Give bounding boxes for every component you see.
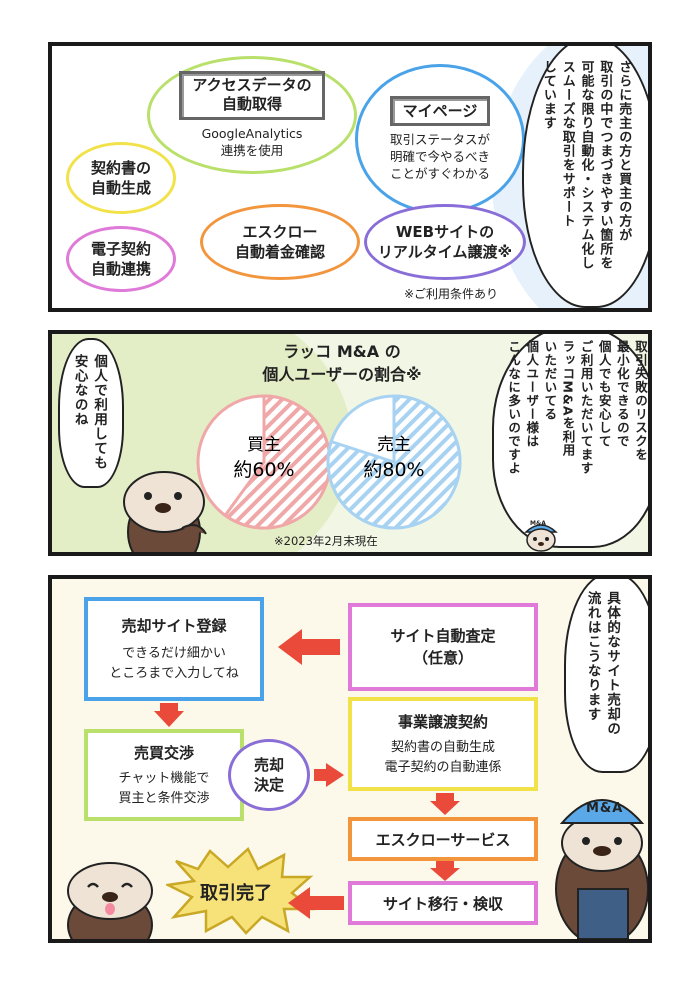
step-register-title: 売却サイト登録 [121,617,227,635]
step-contract-title: 事業譲渡契約 [397,713,488,731]
speech-text-left: 個人で利用しても 安心なのね [71,354,108,470]
panel-sale-flow: 売却サイト登録 できるだけ細かい ところまで入力してね サイト自動査定 （任意）… [48,575,652,943]
step-contract: 事業譲渡契約 契約書の自動生成 電子契約の自動連係 [348,697,538,791]
bubble-access-data: アクセスデータの 自動取得 GoogleAnalytics 連携を使用 [147,56,357,174]
bubble-contract-doc: 契約書の 自動生成 [66,142,176,214]
panel-user-ratio: ラッコ M&A の 個人ユーザーの割合※ 買主 約60% 売主 約80% ※20… [48,330,652,556]
step-register: 売却サイト登録 できるだけ細かい ところまで入力してね [84,597,264,701]
pie-seller-value: 約80% [363,459,424,481]
step-migration-title: サイト移行・検収 [382,894,503,913]
access-data-description: GoogleAnalytics 連携を使用 [201,125,303,158]
bubble-my-page: マイページ 取引ステータスが 明確で今やるべき ことがすぐわかる [355,64,525,214]
pie-buyer-value: 約60% [233,459,294,481]
terms-note: ※ご利用条件あり [404,287,499,301]
cap-label: M&A [586,801,624,816]
speech-text-support: さらに売主の方と買主の方が 取引の中でつまづきやすい箇所を 可能な限り自動化・シ… [540,60,632,270]
bubble-escrow: エスクロー 自動着金確認 [200,204,360,280]
bubble-e-contract: 電子契約 自動連携 [66,226,176,292]
chart-title: ラッコ M&A の 個人ユーザーの割合※ [222,340,462,386]
pie-buyer-slice [223,394,332,530]
step-appraisal: サイト自動査定 （任意） [348,603,538,691]
otter-cap-character-icon [555,799,648,939]
my-page-description: 取引ステータスが 明確で今やるべき ことがすぐわかる [389,131,490,181]
pie-seller-slice [326,394,462,530]
pie-seller-label: 売主 [377,435,411,455]
otter-happy-character-icon [67,862,153,939]
speech-bubble-left [58,338,124,488]
speech-text-flow: 具体的なサイト売却の 流れはこうなります [584,591,621,736]
speech-text-right: 取引失敗のリスクを 最小化できるので 個人でも安心して ご利用いただいてます ラ… [506,340,648,475]
step-escrow: エスクローサービス [348,817,538,861]
speech-bubble-right [492,334,648,548]
burst-complete-icon [166,847,316,935]
step-appraisal-title: サイト自動査定 （任意） [390,626,496,668]
tag-my-page: マイページ [389,95,491,126]
step-register-desc: できるだけ細かい ところまで入力してね [109,646,239,681]
pie-charts: 買主 約60% 売主 約80% [196,394,462,530]
step-complete-title: 取引完了 [200,883,272,904]
panel-features: アクセスデータの 自動取得 GoogleAnalytics 連携を使用 マイペー… [48,42,652,312]
bubble-web-transfer: WEBサイトの リアルタイム譲渡※ [364,204,526,280]
step-contract-desc: 契約書の自動生成 電子契約の自動連係 [384,740,502,775]
step-negotiation-desc: チャット機能で 買主と条件交渉 [118,771,210,806]
arrow-down-icon [430,793,460,815]
chart-title-line2: 個人ユーザーの割合※ [262,365,422,385]
arrow-down-icon [430,861,460,881]
pie-buyer [196,394,332,530]
tag-access-data: アクセスデータの 自動取得 [179,70,325,120]
arrow-left-icon [288,887,344,919]
arrow-down-icon [154,703,184,727]
chart-title-line1: ラッコ M&A の [283,342,401,361]
step-negotiation-title: 売買交渉 [133,744,194,762]
step-migration: サイト移行・検収 [348,881,538,925]
arrow-right-icon [314,763,344,787]
speech-bubble-flow [564,579,648,773]
pie-buyer-label: 買主 [247,435,281,455]
arrow-left-icon [278,629,340,665]
pie-seller [326,394,462,530]
step-decision: 売却 決定 [228,739,310,811]
mini-cap-badge: M&A [530,520,546,527]
step-negotiation: 売買交渉 チャット機能で 買主と条件交渉 [84,729,244,821]
speech-bubble-support [522,46,648,308]
otter-mini-icon [524,524,558,552]
otter-character-icon [123,471,207,552]
date-note: ※2023年2月末現在 [274,534,378,548]
step-escrow-title: エスクローサービス [375,830,511,849]
